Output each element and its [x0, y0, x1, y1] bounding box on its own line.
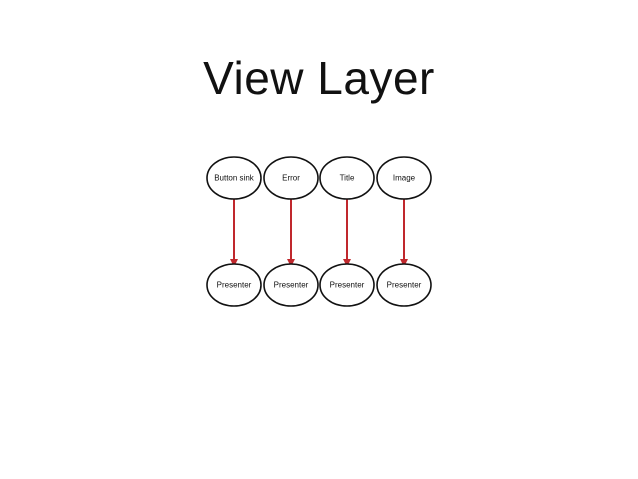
node-title-shape	[319, 156, 375, 200]
slide-title: View Layer	[203, 52, 435, 104]
node-presenter-2-label: Presenter	[274, 281, 309, 290]
node-error-shape	[263, 156, 319, 200]
node-presenter-1-shape	[206, 263, 262, 307]
node-button-sink-shape	[206, 156, 262, 200]
node-button-sink: Button sink	[206, 156, 262, 200]
node-title-label: Title	[340, 174, 355, 183]
node-presenter-2: Presenter	[263, 263, 319, 307]
node-image: Image	[376, 156, 432, 200]
node-image-label: Image	[393, 174, 416, 183]
node-presenter-4-shape	[376, 263, 432, 307]
node-image-shape	[376, 156, 432, 200]
node-error-label: Error	[282, 174, 300, 183]
node-presenter-4-label: Presenter	[387, 281, 422, 290]
node-presenter-1-label: Presenter	[217, 281, 252, 290]
node-presenter-2-shape	[263, 263, 319, 307]
node-presenter-3-label: Presenter	[330, 281, 365, 290]
edges-group	[230, 199, 408, 267]
node-presenter-4: Presenter	[376, 263, 432, 307]
node-presenter-1: Presenter	[206, 263, 262, 307]
node-button-sink-label: Button sink	[214, 174, 255, 183]
node-presenter-3: Presenter	[319, 263, 375, 307]
node-presenter-3-shape	[319, 263, 375, 307]
node-error: Error	[263, 156, 319, 200]
node-title: Title	[319, 156, 375, 200]
